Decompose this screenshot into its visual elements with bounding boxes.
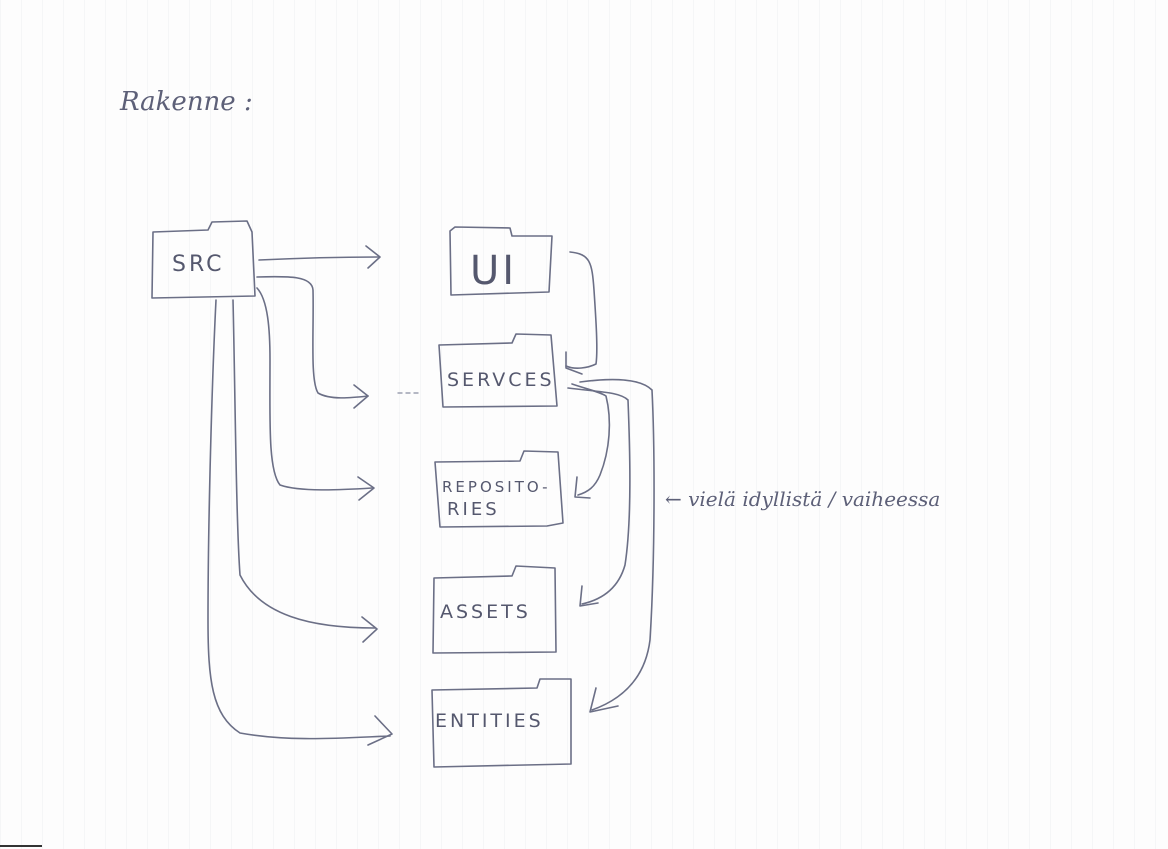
assets-folder-label: ASSETS	[440, 601, 531, 623]
entities-folder-outline	[431, 678, 572, 768]
repositories-folder-label-line1: REPOSITO-	[442, 478, 551, 496]
services-to-repositories-arrow	[571, 383, 611, 499]
assets-folder-outline	[432, 565, 557, 654]
progress-note: ← vielä idyllistä / vaiheessa	[665, 487, 940, 511]
ui-folder: UI	[449, 226, 553, 296]
services-folder-label: SERVCES	[447, 369, 555, 391]
src-to-repositories-arrow	[256, 287, 375, 501]
repositories-folder: REPOSITO- RIES	[434, 450, 564, 528]
src-folder-outline	[151, 220, 256, 299]
entities-folder: ENTITIES	[431, 678, 572, 768]
diagram-title: Rakenne :	[119, 87, 253, 117]
ui-to-services-arrow	[565, 251, 598, 375]
services-folder-outline	[438, 333, 558, 408]
ui-folder-label: UI	[470, 248, 517, 294]
services-to-entities-arrow	[579, 378, 655, 713]
entities-folder-label: ENTITIES	[435, 710, 544, 732]
src-to-ui-arrow	[258, 245, 381, 269]
src-to-services-arrow	[256, 275, 421, 409]
services-to-assets-arrow	[567, 387, 631, 607]
src-folder: SRC	[151, 220, 256, 299]
page-edge-mark	[0, 845, 42, 847]
src-to-assets-arrow	[232, 299, 378, 643]
repositories-folder-label-line2: RIES	[447, 499, 500, 520]
services-folder: SERVCES	[438, 333, 558, 408]
repositories-folder-outline	[434, 450, 564, 528]
assets-folder: ASSETS	[432, 565, 557, 654]
ui-folder-outline	[449, 226, 553, 296]
src-to-entities-arrow	[207, 299, 393, 746]
src-folder-label: SRC	[172, 252, 225, 277]
